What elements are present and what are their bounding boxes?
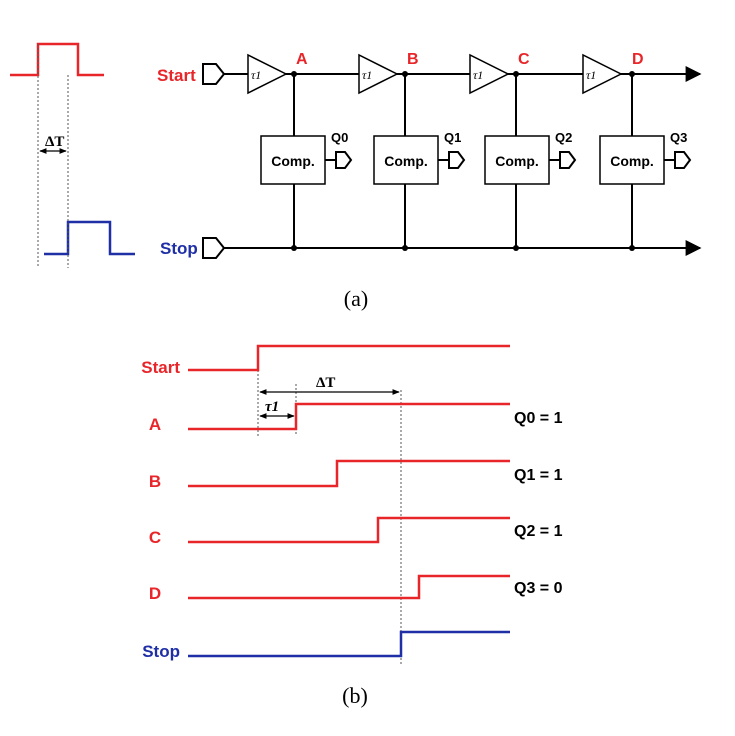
- start-input-label: Start: [157, 66, 196, 85]
- waveform-start: [188, 344, 510, 372]
- comparator-3: Comp. Q3: [599, 130, 692, 185]
- delta-t-label-b: ΔT: [316, 375, 335, 391]
- output-value-q2: Q2 = 1: [514, 523, 563, 540]
- stop-input-label: Stop: [160, 239, 198, 258]
- stop-terminal: [202, 237, 226, 259]
- output-label-q1: Q1: [444, 130, 461, 145]
- node-label-d: D: [632, 51, 644, 68]
- node-label-b: B: [407, 51, 419, 68]
- start-terminal: [202, 63, 226, 85]
- comparator-label-0: Comp.: [271, 153, 315, 169]
- delay-buffer-1: τ1: [247, 53, 288, 95]
- node-label-c: C: [518, 51, 530, 68]
- delay-line-circuit: Start Stop τ1 τ1 τ1 τ1 A B C D: [157, 51, 702, 311]
- delay-buffer-4: τ1: [582, 53, 623, 95]
- signal-label-c: C: [149, 528, 161, 547]
- output-value-q0: Q0 = 1: [514, 410, 563, 427]
- caption-a: (a): [344, 286, 368, 311]
- delta-t-label-a: ΔT: [45, 134, 64, 150]
- waveform-stop: [188, 630, 510, 658]
- delay-label-2: τ1: [362, 68, 372, 82]
- timing-diagram: ΔT τ1 Start A Q0 = 1 B Q1 = 1 C Q2 = 1 D…: [141, 344, 563, 708]
- waveform-a: [188, 402, 510, 431]
- waveform-b: [188, 459, 510, 488]
- stop-pulse: [44, 220, 135, 256]
- input-pulses: ΔT: [10, 42, 135, 268]
- output-value-q3: Q3 = 0: [514, 580, 563, 597]
- start-pulse: [10, 42, 104, 77]
- tau-label: τ1: [265, 399, 279, 415]
- comparator-1: Comp. Q1: [373, 130, 466, 185]
- comparator-0: Comp. Q0: [260, 130, 353, 185]
- delay-buffer-3: τ1: [469, 53, 510, 95]
- signal-label-d: D: [149, 584, 161, 603]
- comparator-label-1: Comp.: [384, 153, 428, 169]
- node-label-a: A: [296, 51, 308, 68]
- caption-b: (b): [342, 683, 368, 708]
- signal-label-b: B: [149, 472, 161, 491]
- comparator-2: Comp. Q2: [484, 130, 577, 185]
- delay-label-3: τ1: [473, 68, 483, 82]
- output-value-q1: Q1 = 1: [514, 467, 563, 484]
- comparator-label-2: Comp.: [495, 153, 539, 169]
- signal-label-stop: Stop: [142, 642, 180, 661]
- waveform-c: [188, 516, 510, 544]
- output-label-q3: Q3: [670, 130, 687, 145]
- signal-label-a: A: [149, 415, 161, 434]
- tap-wires: [291, 71, 635, 251]
- output-label-q0: Q0: [331, 130, 348, 145]
- waveform-d: [188, 574, 510, 600]
- delay-buffer-2: τ1: [358, 53, 399, 95]
- delay-label-4: τ1: [586, 68, 596, 82]
- output-label-q2: Q2: [555, 130, 572, 145]
- delay-label-1: τ1: [251, 68, 261, 82]
- comparator-label-3: Comp.: [610, 153, 654, 169]
- signal-label-start: Start: [141, 358, 180, 377]
